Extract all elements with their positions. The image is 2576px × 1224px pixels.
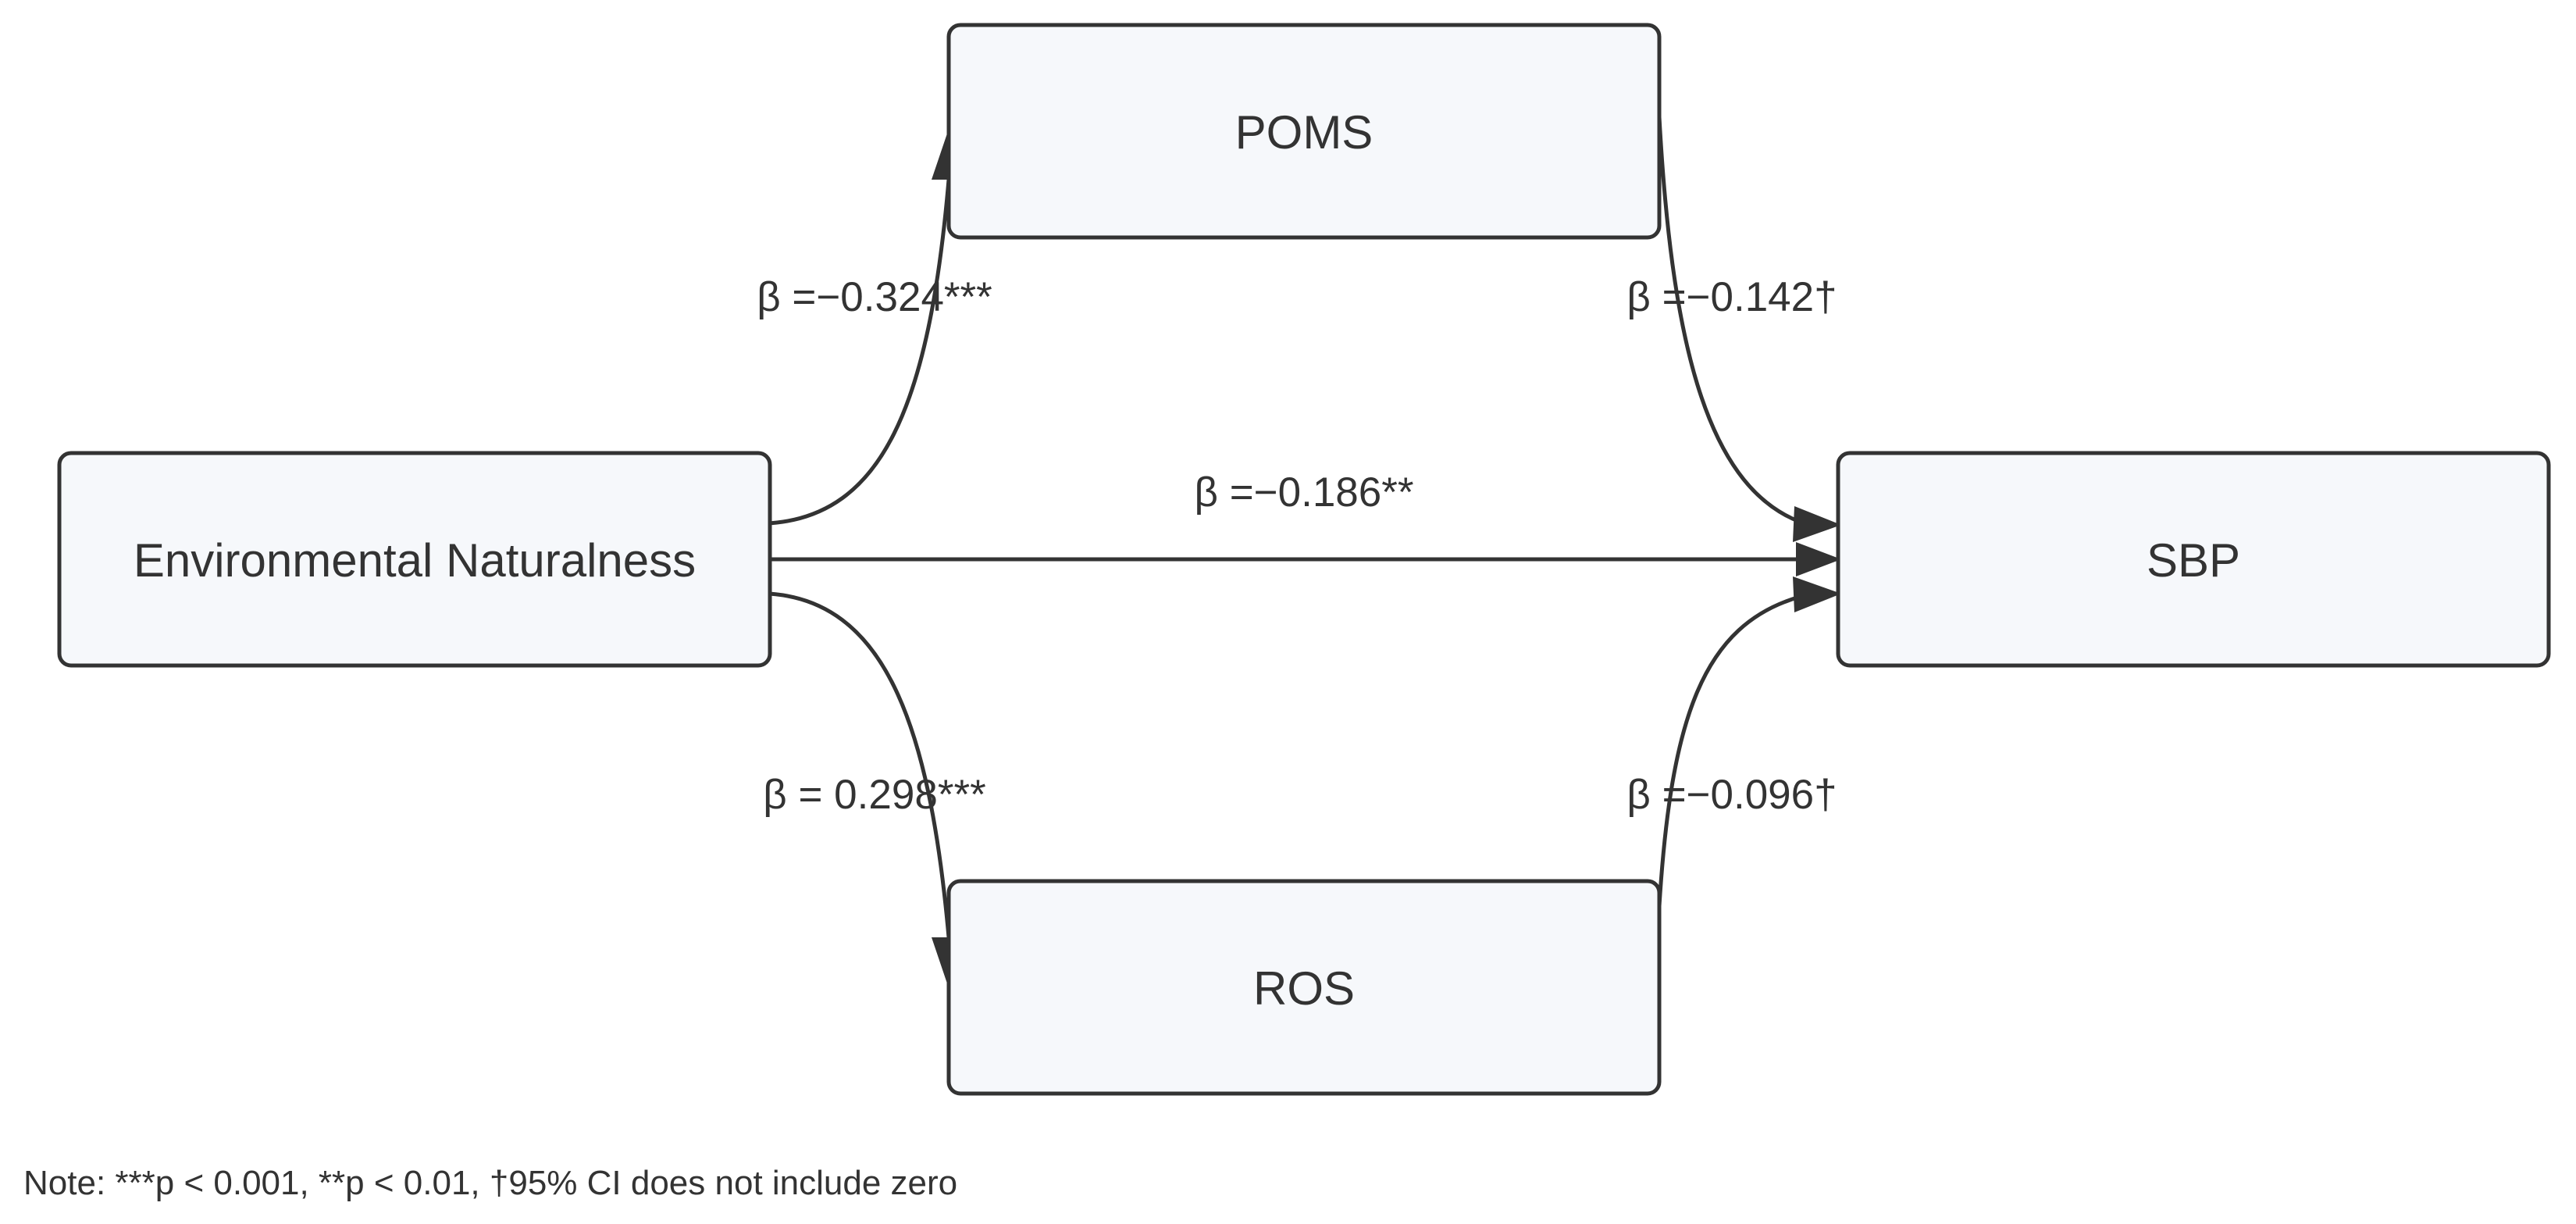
node-environmental-naturalness: Environmental Naturalness <box>57 451 772 668</box>
significance-note: Note: ***p < 0.001, **p < 0.01, †95% CI … <box>23 1164 958 1202</box>
node-poms: POMS <box>946 23 1662 240</box>
arrowhead-icon <box>1796 542 1841 576</box>
edge-path-ros-to-sbp <box>1657 594 1801 907</box>
edge-en-to-poms <box>768 129 966 526</box>
arrowhead-icon <box>1793 506 1841 542</box>
edge-label-poms-to-sbp: β =−0.142† <box>1626 274 1837 320</box>
edge-en-to-sbp <box>769 542 1841 576</box>
edge-label-en-to-poms: β =−0.324*** <box>757 274 992 320</box>
node-label-poms: POMS <box>1235 106 1374 159</box>
node-label-ros: ROS <box>1253 962 1355 1015</box>
node-sbp: SBP <box>1836 451 2551 668</box>
edge-path-en-to-poms <box>768 179 951 526</box>
edge-label-ros-to-sbp: β =−0.096† <box>1626 772 1837 818</box>
node-ros: ROS <box>946 879 1662 1096</box>
edge-path-poms-to-sbp <box>1657 116 1801 524</box>
edge-ros-to-sbp <box>1657 576 1841 907</box>
edge-poms-to-sbp <box>1657 116 1841 542</box>
arrowhead-icon <box>1793 576 1841 612</box>
edge-label-en-to-ros: β = 0.298*** <box>763 772 985 818</box>
node-label-environmental-naturalness: Environmental Naturalness <box>134 534 696 587</box>
edge-path-en-to-ros <box>768 591 951 938</box>
node-label-sbp: SBP <box>2147 534 2240 587</box>
edge-label-en-to-sbp: β =−0.186** <box>1195 469 1414 516</box>
